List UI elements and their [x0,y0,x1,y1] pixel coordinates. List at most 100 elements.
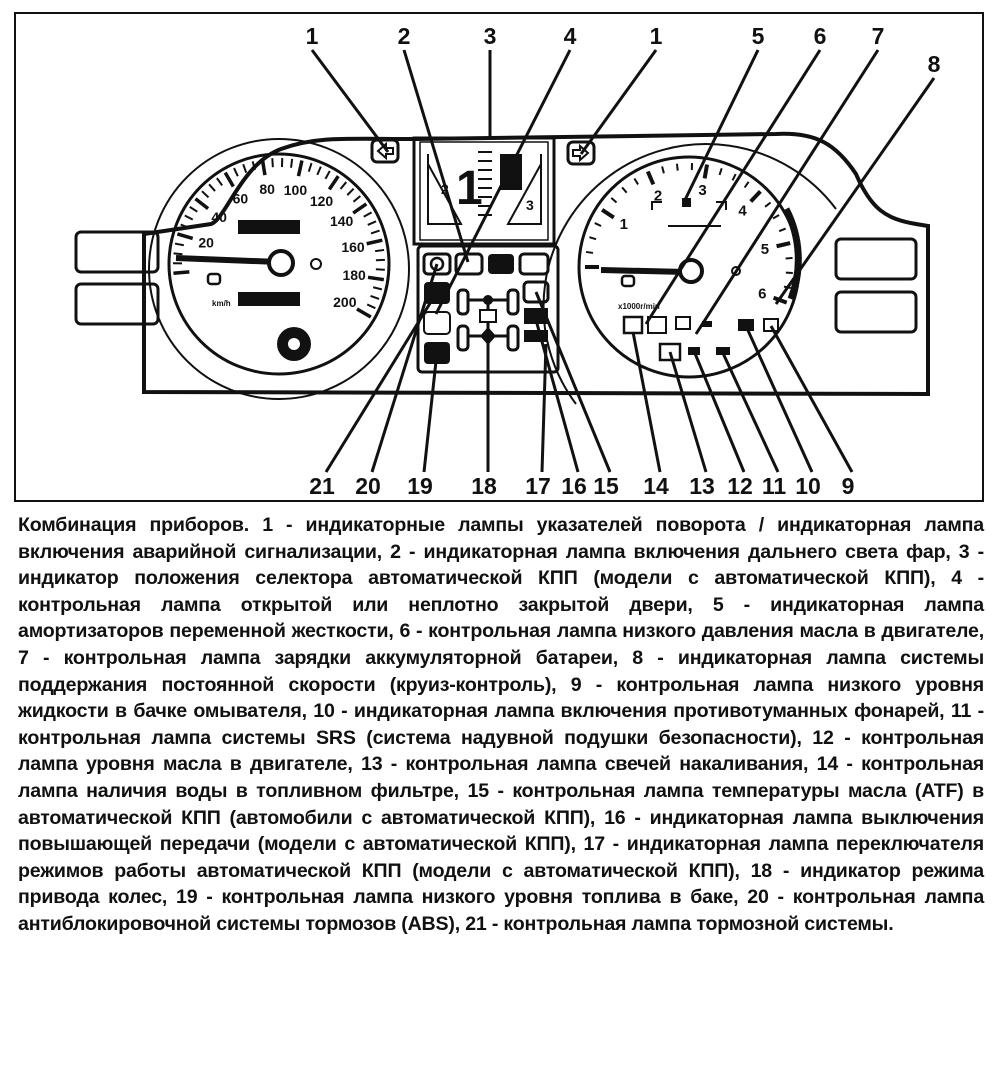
caption-item: 13 - контрольная лампа свечей накаливани… [353,753,808,775]
speedometer-tick [366,238,383,246]
speedometer-tick [339,181,348,190]
caption-item-number: 15 - [458,779,513,802]
callout-number-top: 3 [484,23,497,49]
speedometer-tick [242,163,248,174]
speedometer-scale-label: 80 [259,181,275,197]
caption-item-text: индикаторная лампа включения дальнего св… [423,540,951,563]
gear-dark-bar [500,154,522,190]
speedometer-tick [356,307,372,319]
speedometer-unit: km/h [212,299,231,308]
gear-big-digit: 1 [456,162,483,215]
speedometer-tick [370,229,380,235]
caption-item-number: 1 - [262,514,306,536]
caption-item-number: 9 - [556,673,617,696]
speedometer-tick [208,183,216,192]
leader-line [720,350,780,473]
speedometer-tick [363,211,373,218]
caption-item-number: 6 - [393,620,429,643]
speedometer-tick [372,286,383,291]
callout-number-bottom: 10 [795,473,821,499]
callout-number-top: 7 [872,23,885,49]
speedometer-tick [173,252,183,256]
caption-item: 1 - индикаторные лампы указателей поворо… [18,514,984,563]
speedometer-tick [307,162,313,172]
turn-left-indicator [370,138,400,164]
caption-item: 11 - контрольная лампа системы SRS (сист… [18,700,984,749]
speedometer-tick [216,177,223,186]
caption-item: 17 - индикаторная лампа переключателя ре… [18,833,984,882]
right-window-top [834,237,918,281]
leader-line [534,291,612,473]
speedometer-tick [296,160,304,177]
tachometer-tick [778,227,787,233]
callout-number-bottom: 17 [525,473,551,499]
caption-item-text: индикатор положения селектора автоматиче… [18,567,936,590]
caption-item: 16 - индикаторная лампа выключения повыш… [18,807,984,856]
tachometer-scale-label: 5 [761,241,769,258]
caption-item-text: контрольная лампа уровня масла в двигате… [18,726,984,776]
caption-item-number: 19 - [167,886,222,909]
leader-line [668,351,708,473]
tachometer-tick [610,197,618,204]
callout-number-bottom: 18 [471,473,497,499]
caption-item-number: 21 - [459,912,504,935]
tachometer-tick [594,222,602,227]
tachometer-scale-label: 4 [738,202,747,219]
left-window-top [74,230,160,274]
tachometer-scale-label: 1 [620,216,628,233]
leader-line [774,77,936,305]
caption-item: 21 - контрольная лампа тормозной системы… [459,912,893,935]
tachometer-tick [589,236,597,241]
tachometer-tick [621,186,628,194]
speedometer-tick [370,295,380,300]
caption-item-number: 5 - [692,593,771,616]
leader-line [682,49,760,203]
caption-item-number: 2 - [382,540,424,563]
caption-item-text: индикаторная лампа системы поддержания п… [18,646,984,696]
caption-item-text: контрольная лампа температуры масла (ATF… [18,779,984,829]
speedometer-tick [324,170,331,180]
caption-item-number: 8 - [618,646,678,669]
caption-item-number: 12 - [801,726,862,749]
tachometer-tick [785,256,793,260]
caption-item-number: 10 - [306,700,354,723]
tachometer-tick [776,241,791,249]
speedometer-scale-label: 40 [211,209,227,225]
turn-right-indicator [566,140,596,166]
caption-item-text: индикаторная лампа амортизаторов перемен… [18,593,984,643]
caption-item-text: индикаторная лампа выключения повышающей… [18,806,985,856]
caption-item-number: 18 - [739,859,801,882]
tachometer-tick [661,166,665,174]
leader-line [579,49,658,155]
left-window-bottom [74,282,160,326]
caption-item-text: контрольная лампа низкого уровня жидкост… [18,673,984,723]
speedometer-tick [352,195,361,203]
tachometer-tick [675,163,679,171]
speedometer-scale-label: 180 [342,267,366,283]
speedometer-tick [194,197,210,210]
leader-line [631,331,662,473]
speedometer-tick [290,158,294,168]
caption-item-text: контрольная лампа наличия воды в топливн… [18,753,984,802]
caption-item: 4 - контрольная лампа открытой или непло… [18,567,984,616]
caption-item-number: 16 - [595,806,650,829]
callout-number-top: 6 [814,23,827,49]
callout-number-bottom: 11 [762,473,787,499]
callout-number-bottom: 9 [842,473,855,499]
callout-number-bottom: 14 [643,473,669,499]
speedometer-tick [352,202,368,215]
leader-line [534,319,580,473]
tachometer-tick [749,189,762,203]
tachometer-scale-label: 2 [654,187,662,204]
caption-item: 10 - индикаторная лампа включения против… [306,700,944,723]
tachometer-tick [743,181,750,189]
leader-line [370,263,439,473]
callout-number-top: 8 [928,51,941,77]
tachometer-tick [718,167,723,176]
speedometer-tick [173,270,190,275]
speedometer-scale-label: 160 [341,239,365,255]
caption-item-number: 17 - [575,833,627,856]
